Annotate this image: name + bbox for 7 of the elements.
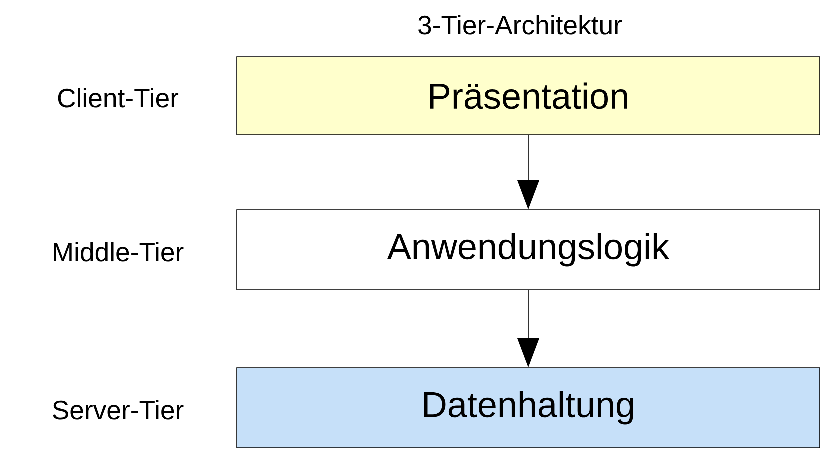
tier-label: Middle-Tier: [54, 242, 184, 262]
tier-label: Server-Tier: [53, 400, 184, 420]
tier-box: Datenhaltung: [236, 368, 820, 448]
title: 3-Tier-Architektur: [418, 15, 622, 35]
tier-box: Anwendungslogik: [236, 210, 820, 290]
tier-box: Präsentation: [236, 56, 820, 136]
tier-label: Client-Tier: [58, 88, 179, 108]
